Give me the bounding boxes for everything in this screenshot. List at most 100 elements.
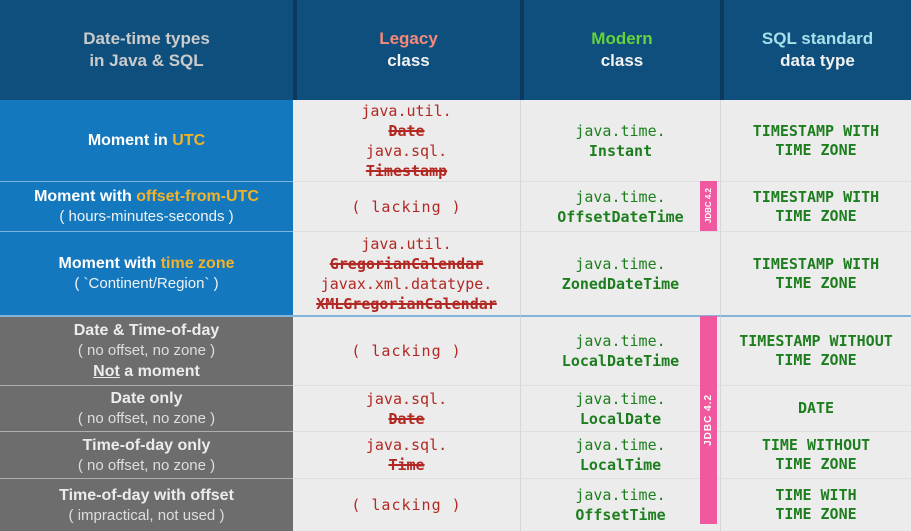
label-prefix: Moment with: [34, 188, 137, 205]
sql-type-line1: TIMESTAMP WITHOUT: [739, 332, 893, 350]
modern-cell-moment-utc: java.time. Instant: [520, 100, 720, 181]
legacy-class-struck: GregorianCalendar: [329, 254, 484, 273]
sql-type-line2: TIME ZONE: [775, 140, 857, 159]
sql-cell-date-time-of-day: TIMESTAMP WITHOUT TIME ZONE: [720, 315, 911, 385]
row-label-text: Time-of-day with offset: [59, 486, 234, 504]
jdbc-badge: JDBC 4.2: [700, 316, 717, 524]
modern-class: LocalDate: [579, 409, 662, 428]
header-title-line1: Date-time types: [83, 29, 210, 48]
sql-cell-date-only: DATE: [720, 385, 911, 431]
legacy-pkg: java.sql.: [365, 389, 448, 408]
legacy-cell-time-of-day-offset: ( lacking ): [293, 478, 520, 531]
row-label-date-only: Date only ( no offset, no zone ): [0, 385, 293, 431]
sql-type-line2: TIME ZONE: [775, 273, 857, 292]
row-sublabel: ( `Continent/Region` ): [74, 275, 219, 292]
lacking-note: ( lacking ): [351, 342, 462, 360]
row-label-time-of-day-only: Time-of-day only ( no offset, no zone ): [0, 431, 293, 478]
legacy-pkg: java.sql.: [365, 141, 448, 160]
row-sublabel: ( no offset, no zone ): [77, 342, 216, 359]
legacy-cell-date-time-of-day: ( lacking ): [293, 315, 520, 385]
legacy-class-struck: Time: [388, 456, 425, 474]
modern-pkg: java.time.: [575, 121, 666, 140]
modern-pkg: java.time.: [575, 389, 666, 408]
legacy-cell-moment-offset: ( lacking ): [293, 181, 520, 231]
sql-type-line1: TIMESTAMP WITH: [752, 254, 880, 273]
legacy-class-struck: Timestamp: [365, 161, 448, 180]
header-legacy-class: Legacy class: [293, 0, 520, 100]
header-modern-sub: class: [600, 51, 644, 70]
sql-type-line2: TIME ZONE: [775, 206, 857, 225]
modern-pkg: java.time.: [575, 436, 666, 454]
sql-type-line1: DATE: [797, 399, 835, 417]
modern-pkg: java.time.: [575, 486, 666, 504]
modern-cell-moment-zone: java.time. ZonedDateTime: [520, 231, 720, 315]
sql-cell-moment-offset: TIMESTAMP WITH TIME ZONE: [720, 181, 911, 231]
legacy-pkg: javax.xml.datatype.: [320, 274, 493, 293]
sql-type-line1: TIMESTAMP WITH: [752, 187, 880, 206]
jdbc-badge-label: JDBC 4.2: [704, 188, 713, 224]
modern-class: LocalTime: [579, 456, 662, 474]
legacy-class-struck: XMLGregorianCalendar: [316, 294, 497, 313]
header-sql-sub: data type: [780, 51, 855, 70]
modern-pkg: java.time.: [575, 254, 666, 273]
row-label-text: Moment with time zone: [58, 253, 234, 274]
sql-type-line1: TIME WITH: [775, 486, 857, 504]
sql-type-line2: TIME ZONE: [775, 455, 857, 473]
row-label-date-time-of-day: Date & Time-of-day ( no offset, no zone …: [0, 315, 293, 385]
legacy-pkg: java.sql.: [365, 436, 448, 454]
legacy-class-struck: Date: [388, 121, 425, 140]
row-label-text: Date & Time-of-day: [73, 322, 220, 339]
modern-class: OffsetDateTime: [557, 207, 684, 226]
row-label-moment-utc: Moment in UTC: [0, 100, 293, 181]
legacy-pkg: java.util.: [361, 101, 452, 120]
row-label-moment-zone: Moment with time zone ( `Continent/Regio…: [0, 231, 293, 315]
modern-cell-moment-offset: java.time. OffsetDateTime: [520, 181, 720, 231]
modern-cell-time-of-day-only: java.time. LocalTime: [520, 431, 720, 478]
not-rest: a moment: [119, 363, 200, 380]
header-legacy-accent: Legacy: [379, 29, 438, 48]
legacy-cell-time-of-day-only: java.sql. Time: [293, 431, 520, 478]
row-label-text: Moment in UTC: [88, 130, 205, 151]
header-legacy-sub: class: [387, 51, 430, 70]
modern-pkg: java.time.: [575, 187, 666, 206]
legacy-class-struck: Date: [388, 409, 425, 428]
modern-class: ZonedDateTime: [561, 274, 680, 293]
header-sql-accent: SQL standard: [761, 29, 874, 48]
label-accent: time zone: [160, 255, 235, 272]
header-sql-standard: SQL standard data type: [720, 0, 911, 100]
sql-cell-moment-utc: TIMESTAMP WITH TIME ZONE: [720, 100, 911, 181]
sql-cell-moment-zone: TIMESTAMP WITH TIME ZONE: [720, 231, 911, 315]
jdbc-badge-label: JDBC 4.2: [703, 394, 714, 446]
row-sublabel: ( no offset, no zone ): [77, 410, 216, 427]
modern-pkg: java.time.: [575, 332, 666, 350]
row-label-moment-offset: Moment with offset-from-UTC ( hours-minu…: [0, 181, 293, 231]
row-label-text: Moment with offset-from-UTC: [34, 186, 259, 207]
sql-type-line1: TIMESTAMP WITH: [752, 121, 880, 140]
modern-cell-date-only: java.time. LocalDate: [520, 385, 720, 431]
header-date-time-types: Date-time types in Java & SQL: [0, 0, 293, 100]
modern-cell-time-of-day-offset: java.time. OffsetTime: [520, 478, 720, 531]
label-accent: UTC: [172, 132, 206, 149]
sql-type-line2: TIME ZONE: [775, 351, 857, 369]
legacy-cell-moment-zone: java.util. GregorianCalendar javax.xml.d…: [293, 231, 520, 315]
sql-cell-time-of-day-only: TIME WITHOUT TIME ZONE: [720, 431, 911, 478]
lacking-note: ( lacking ): [351, 496, 462, 514]
row-label-time-of-day-offset: Time-of-day with offset ( impractical, n…: [0, 478, 293, 531]
row-sublabel: ( no offset, no zone ): [77, 456, 216, 474]
sql-cell-time-of-day-offset: TIME WITH TIME ZONE: [720, 478, 911, 531]
label-prefix: Moment in: [87, 132, 173, 149]
sql-type-line2: TIME ZONE: [775, 505, 857, 523]
row-sublabel2: Not a moment: [93, 361, 200, 382]
jdbc-badge: JDBC 4.2: [700, 181, 717, 231]
modern-cell-date-time-of-day: java.time. LocalDateTime: [520, 315, 720, 385]
row-sublabel: ( impractical, not used ): [68, 506, 225, 524]
modern-class: OffsetTime: [575, 506, 666, 524]
not-underlined: Not: [93, 363, 120, 380]
row-sublabel: ( hours-minutes-seconds ): [59, 208, 234, 225]
modern-class: LocalDateTime: [561, 352, 680, 370]
sql-type-line1: TIME WITHOUT: [761, 436, 871, 454]
legacy-cell-moment-utc: java.util. Date java.sql. Timestamp: [293, 100, 520, 181]
label-prefix: Moment with: [58, 255, 161, 272]
